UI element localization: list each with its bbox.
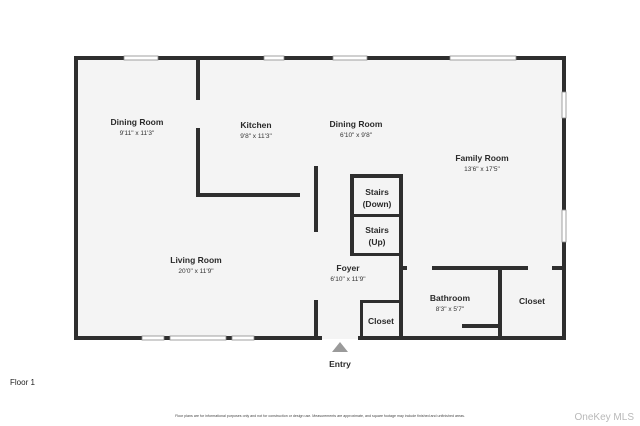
room-name-stairs-down: Stairs bbox=[365, 187, 389, 197]
window-top-2 bbox=[263, 55, 285, 61]
floor-label: Floor 1 bbox=[10, 378, 35, 387]
window-right-1 bbox=[561, 91, 567, 119]
window-bottom-1 bbox=[141, 335, 165, 341]
wall-stairs-bottom bbox=[350, 253, 402, 256]
wall-bath-top-a bbox=[399, 266, 407, 270]
wall-center-partition bbox=[314, 166, 318, 232]
wall-bath-stub bbox=[462, 324, 500, 328]
room-dims-kitchen: 9'8" x 11'3" bbox=[240, 133, 272, 140]
window-bottom-2 bbox=[169, 335, 227, 341]
room-name-closet-small: Closet bbox=[368, 316, 394, 326]
exterior-wall-left bbox=[74, 56, 78, 340]
room-name-foyer: Foyer bbox=[336, 263, 360, 273]
room-dims-bathroom: 8'3" x 5'7" bbox=[436, 306, 465, 313]
wall-stairs-divider bbox=[350, 214, 402, 217]
room-name-dining-center: Dining Room bbox=[330, 119, 383, 129]
room-name-kitchen: Kitchen bbox=[240, 120, 271, 130]
room-name-dining-left: Dining Room bbox=[111, 117, 164, 127]
room-dims-family: 13'6" x 17'5" bbox=[464, 166, 500, 173]
window-top-4 bbox=[449, 55, 517, 61]
exterior-wall-top bbox=[74, 56, 566, 60]
room-name-bathroom: Bathroom bbox=[430, 293, 471, 303]
room-dims-living: 20'0" x 11'9" bbox=[178, 268, 214, 275]
window-top-3 bbox=[332, 55, 368, 61]
entry-label: Entry bbox=[329, 359, 351, 369]
wall-foyer-lower bbox=[314, 300, 318, 338]
room-dims-dining-center: 6'10" x 9'8" bbox=[340, 132, 373, 139]
exterior-wall-right bbox=[562, 56, 566, 340]
watermark: OneKey MLS bbox=[574, 412, 634, 423]
wall-small-closet-top bbox=[360, 300, 402, 303]
room-dims-dining-left: 9'11" x 11'3" bbox=[120, 130, 155, 137]
room-name-living: Living Room bbox=[170, 255, 222, 265]
exterior-wall-bottom-right bbox=[358, 336, 566, 340]
wall-closet-top-a bbox=[502, 266, 528, 270]
room-dims-foyer: 6'10" x 11'9" bbox=[330, 276, 366, 283]
wall-kitchen-left bbox=[196, 128, 200, 196]
wall-small-closet-left bbox=[360, 300, 363, 338]
floor-area bbox=[76, 58, 564, 339]
wall-bath-top-b bbox=[432, 266, 498, 270]
room-name-stairs-up: Stairs bbox=[365, 225, 389, 235]
room-label-stairs-down-direction: (Down) bbox=[363, 199, 392, 209]
window-bottom-3 bbox=[231, 335, 255, 341]
room-label-stairs-up-direction: (Up) bbox=[369, 237, 386, 247]
wall-bath-closet-divider bbox=[498, 266, 502, 338]
entry-arrow-icon bbox=[332, 342, 348, 352]
window-right-2 bbox=[561, 209, 567, 243]
room-name-closet-right: Closet bbox=[519, 296, 545, 306]
window-top-1 bbox=[123, 55, 159, 61]
room-name-family: Family Room bbox=[455, 153, 509, 163]
wall-stairs-top bbox=[350, 174, 402, 178]
disclaimer-text: Floor plans are for informational purpos… bbox=[175, 414, 465, 418]
wall-closet-top-b bbox=[552, 266, 564, 270]
wall-dining-kitchen bbox=[196, 58, 200, 100]
wall-kitchen-bottom bbox=[196, 193, 300, 197]
